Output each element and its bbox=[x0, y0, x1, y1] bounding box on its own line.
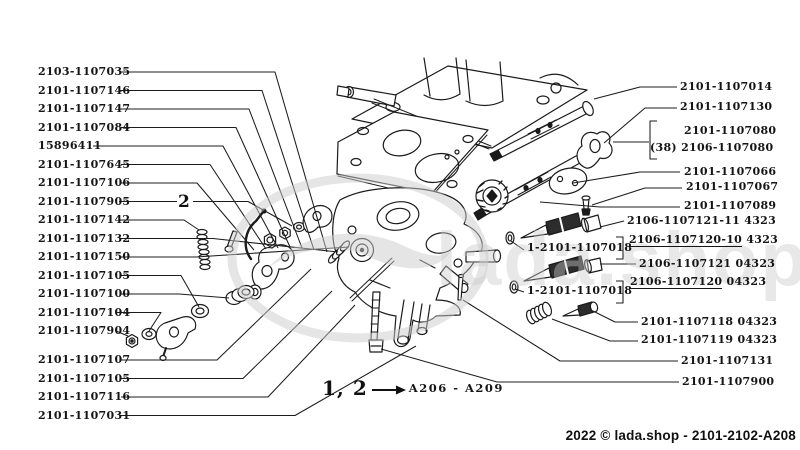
part-suffix: 4323 bbox=[746, 233, 779, 246]
part-label: 2101-1107106 bbox=[38, 176, 131, 189]
part-label: 2101-1107131 bbox=[681, 354, 774, 367]
part-label: 2106-1107121 04323 bbox=[639, 257, 776, 270]
part-label: 2101-1107130 bbox=[680, 100, 773, 113]
part-label: 2101-1107067 bbox=[686, 180, 779, 193]
lever-cluster-drawing bbox=[125, 204, 333, 362]
part-label: 2101-1107105 bbox=[38, 268, 131, 282]
part-number: 2106-1107080 bbox=[681, 141, 774, 154]
part-label: 2101-1107014 bbox=[680, 80, 773, 93]
part-number: 2106-1107120-10 bbox=[629, 233, 743, 247]
part-label: 2101-1107107 bbox=[38, 353, 131, 366]
part-label: 2101-1107905 bbox=[38, 194, 131, 208]
part-label: 2101-1107645 bbox=[38, 157, 131, 171]
part-label: 2101-1107132 bbox=[38, 231, 131, 245]
quantity-note: (38) bbox=[650, 141, 677, 154]
part-label: 2101-1107150 bbox=[38, 250, 131, 263]
part-label: 2101-1107147 bbox=[38, 102, 131, 115]
footer-credit: 2022 © lada.shop - 2101-2102-A208 bbox=[565, 428, 796, 443]
part-label: 2101-1107118 04323 bbox=[641, 315, 778, 328]
part-label: 2101-1107119 04323 bbox=[641, 333, 778, 346]
part-label: 2106-1107120 04323 bbox=[630, 275, 766, 289]
part-label: 2101-1107105 bbox=[38, 371, 131, 385]
part-label: 2101-1107104 bbox=[38, 305, 131, 319]
part-label: (38) 2106-1107080 bbox=[650, 141, 773, 155]
part-suffix: 04323 bbox=[726, 275, 767, 288]
part-label: 2101-1107116 bbox=[38, 390, 131, 403]
part-label: 2106-1107121-11 4323 bbox=[627, 214, 777, 227]
part-label: 15896411 bbox=[38, 139, 102, 152]
part-number: 2106-1107120 bbox=[630, 275, 723, 289]
arrow-right-icon bbox=[371, 385, 406, 394]
part-label: 2101-1107900 bbox=[682, 375, 775, 388]
gasket-drawing bbox=[336, 111, 489, 199]
part-label: 2101-1107142 bbox=[38, 213, 131, 226]
note-item-numbers: 1, 2 bbox=[322, 376, 368, 400]
item-marker-2: 2 bbox=[178, 192, 190, 212]
part-label: 2103-1107035 bbox=[38, 65, 131, 78]
part-label: 2101-1107084 bbox=[38, 120, 131, 134]
note-figure-range: A206 - A209 bbox=[408, 381, 504, 395]
needle-screws-drawing bbox=[505, 212, 603, 325]
part-label: 2106-1107120-10 4323 bbox=[629, 233, 778, 247]
part-label: 2101-1107089 bbox=[684, 199, 777, 212]
part-label: 1-2101-1107018 bbox=[527, 284, 633, 297]
part-label: 2101-1107146 bbox=[38, 83, 131, 97]
part-label: 1-2101-1107018 bbox=[527, 241, 633, 254]
part-label: 2101-1107904 bbox=[38, 324, 131, 337]
cross-reference-note: 1, 2 A206 - A209 bbox=[322, 376, 504, 400]
part-label: 2101-1107100 bbox=[38, 287, 131, 300]
part-label: 2101-1107031 bbox=[38, 408, 131, 422]
part-label: 2101-1107066 bbox=[684, 165, 777, 178]
part-label: 2101-1107080 bbox=[684, 124, 777, 137]
